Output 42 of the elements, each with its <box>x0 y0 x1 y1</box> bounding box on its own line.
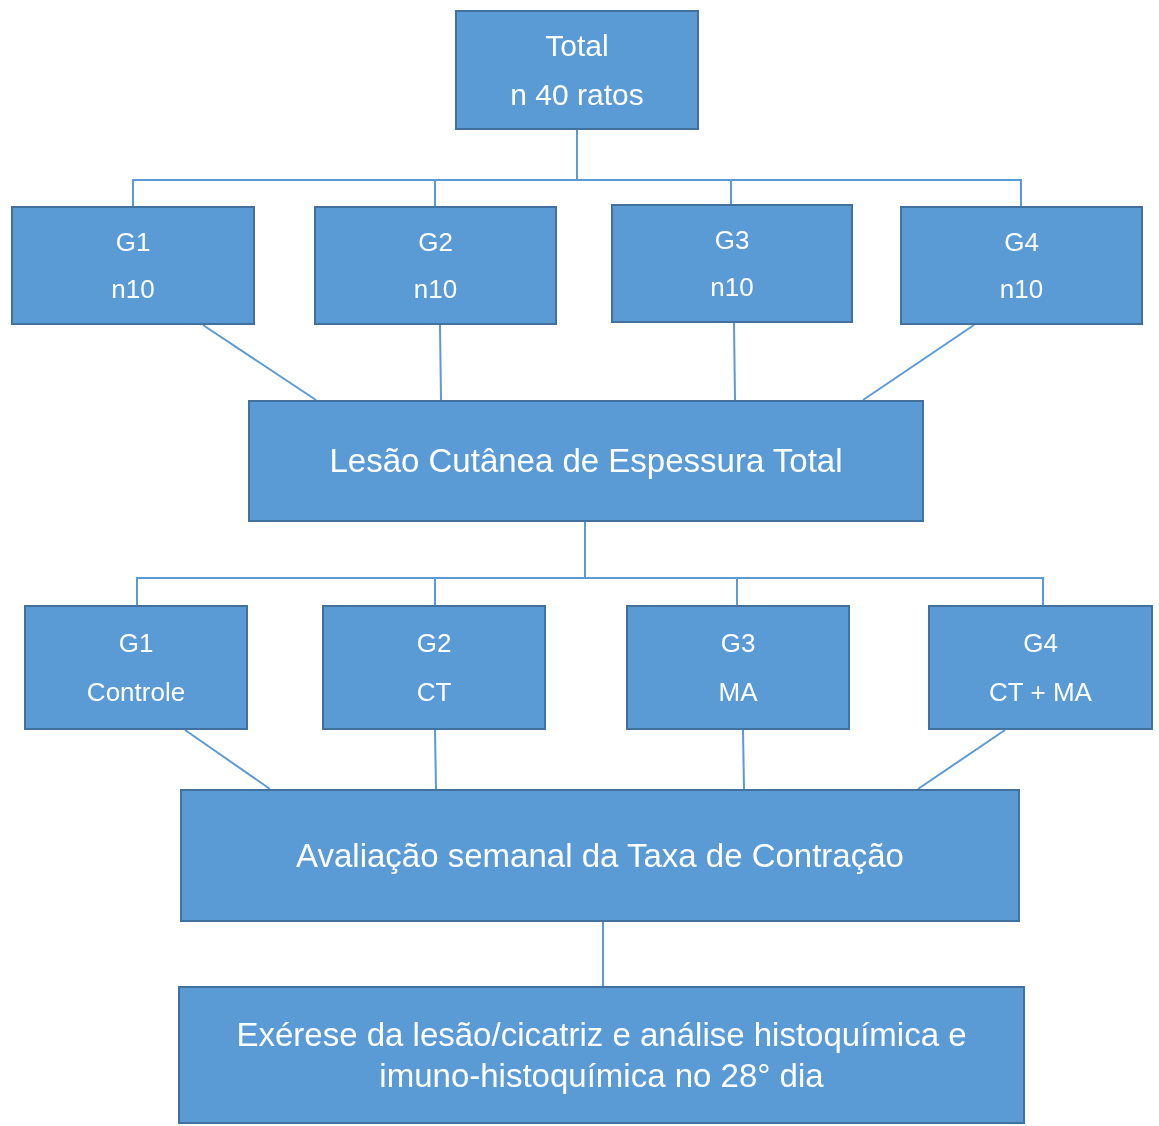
box-heading: G1 <box>115 226 151 259</box>
connector-line <box>202 324 317 401</box>
box-label: n 40 ratos <box>510 76 644 113</box>
box-heading: G1 <box>118 627 154 660</box>
process-box <box>455 10 699 130</box>
process-box <box>626 605 850 730</box>
process-box <box>314 206 557 325</box>
connector-line <box>184 729 271 790</box>
box-label: CT <box>416 675 452 708</box>
connector-line <box>434 729 437 790</box>
box-heading: G3 <box>720 627 756 660</box>
connector-line <box>602 921 604 987</box>
box-heading: G4 <box>1023 627 1058 660</box>
box-heading: G2 <box>418 226 453 259</box>
box-label: Exérese da lesão/cicatriz e análise histoquímica e imuno-histoquímica no 28° dia <box>235 1014 968 1096</box>
box-heading: G3 <box>714 224 750 257</box>
process-box <box>322 605 546 730</box>
connector-line <box>733 322 736 401</box>
box-heading: G4 <box>1004 226 1039 259</box>
connector-line <box>439 324 442 401</box>
box-label: n10 <box>413 272 458 305</box>
box-label: Lesão Cutânea de Espessura Total <box>329 441 843 482</box>
process-box <box>180 789 1020 922</box>
process-box <box>900 206 1143 325</box>
process-box <box>248 400 924 522</box>
box-label: n10 <box>999 272 1044 305</box>
box-heading: G2 <box>416 627 452 660</box>
process-box <box>178 986 1025 1124</box>
process-box <box>928 605 1153 730</box>
box-label: n10 <box>111 272 155 305</box>
process-box <box>11 206 255 325</box>
process-box <box>611 204 853 323</box>
connector-line <box>917 729 1006 790</box>
box-heading: Total <box>545 28 609 64</box>
process-box <box>24 605 248 730</box>
box-label: n10 <box>710 270 754 303</box>
box-label: Controle <box>86 675 186 708</box>
connector-line <box>742 729 745 790</box>
box-label: Avaliação semanal da Taxa de Contração <box>296 835 904 876</box>
box-label: MA <box>718 675 758 708</box>
box-label: CT + MA <box>989 675 1092 708</box>
connector-line <box>862 324 975 401</box>
